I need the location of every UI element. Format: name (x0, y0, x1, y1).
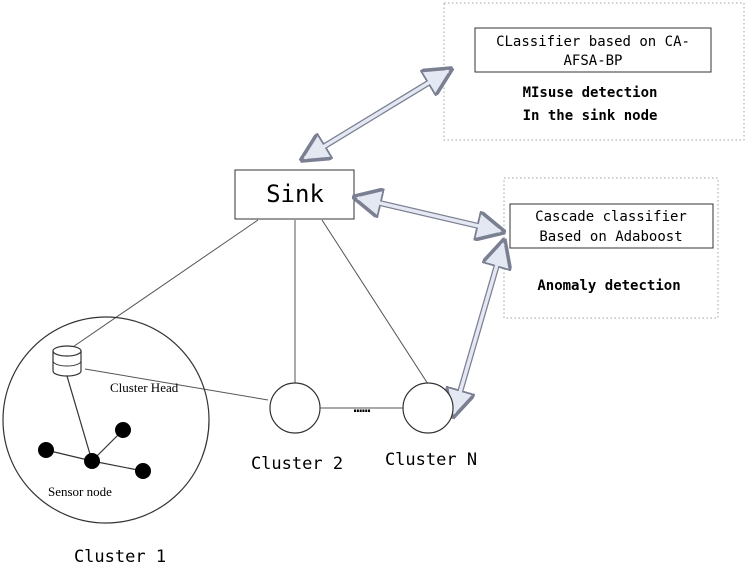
misuse-classifier-line1: CLassifier based on CA- (496, 34, 690, 50)
cluster1-circle (2, 316, 210, 524)
cluster1-label: Cluster 1 (74, 547, 166, 567)
anomaly-classifier-line2: Based on Adaboost (539, 229, 682, 245)
anomaly-caption: Anomaly detection (537, 278, 680, 294)
anomaly-panel (503, 177, 719, 319)
sensor-link-right (91, 460, 144, 472)
sensor-node (84, 453, 100, 469)
misuse-classifier-box (474, 27, 712, 73)
cluster-head-icon (52, 345, 82, 377)
link-head-cluster2 (84, 368, 269, 401)
sensor-node (135, 463, 151, 479)
misuse-classifier-line2: AFSA-BP (563, 53, 622, 69)
arrow-sink-anomaly (357, 196, 501, 233)
link-sink-clusterN (321, 219, 429, 385)
sensor-node (38, 442, 54, 458)
cluster-head-label: Cluster Head (110, 380, 179, 395)
sink-label: Sink (266, 180, 324, 208)
anomaly-classifier-line1: Cascade classifier (535, 209, 687, 225)
cluster2-label: Cluster 2 (251, 454, 343, 474)
sensor-link-head (66, 375, 93, 462)
arrow-misuse-sink (304, 69, 449, 160)
anomaly-classifier-box (509, 203, 714, 249)
cluster-ellipsis: …… (354, 400, 371, 416)
sensor-node-label: Sensor node (48, 484, 112, 499)
sensor-node (115, 422, 131, 438)
clusterN-label: Cluster N (385, 450, 477, 470)
misuse-caption-line1: MIsuse detection (523, 85, 658, 101)
misuse-caption-line2: In the sink node (523, 108, 658, 124)
clusterN-circle (402, 382, 454, 434)
cluster2-circle (269, 382, 321, 434)
link-sink-cluster1 (66, 219, 259, 352)
arrow-anomaly-clusterN (452, 243, 505, 414)
